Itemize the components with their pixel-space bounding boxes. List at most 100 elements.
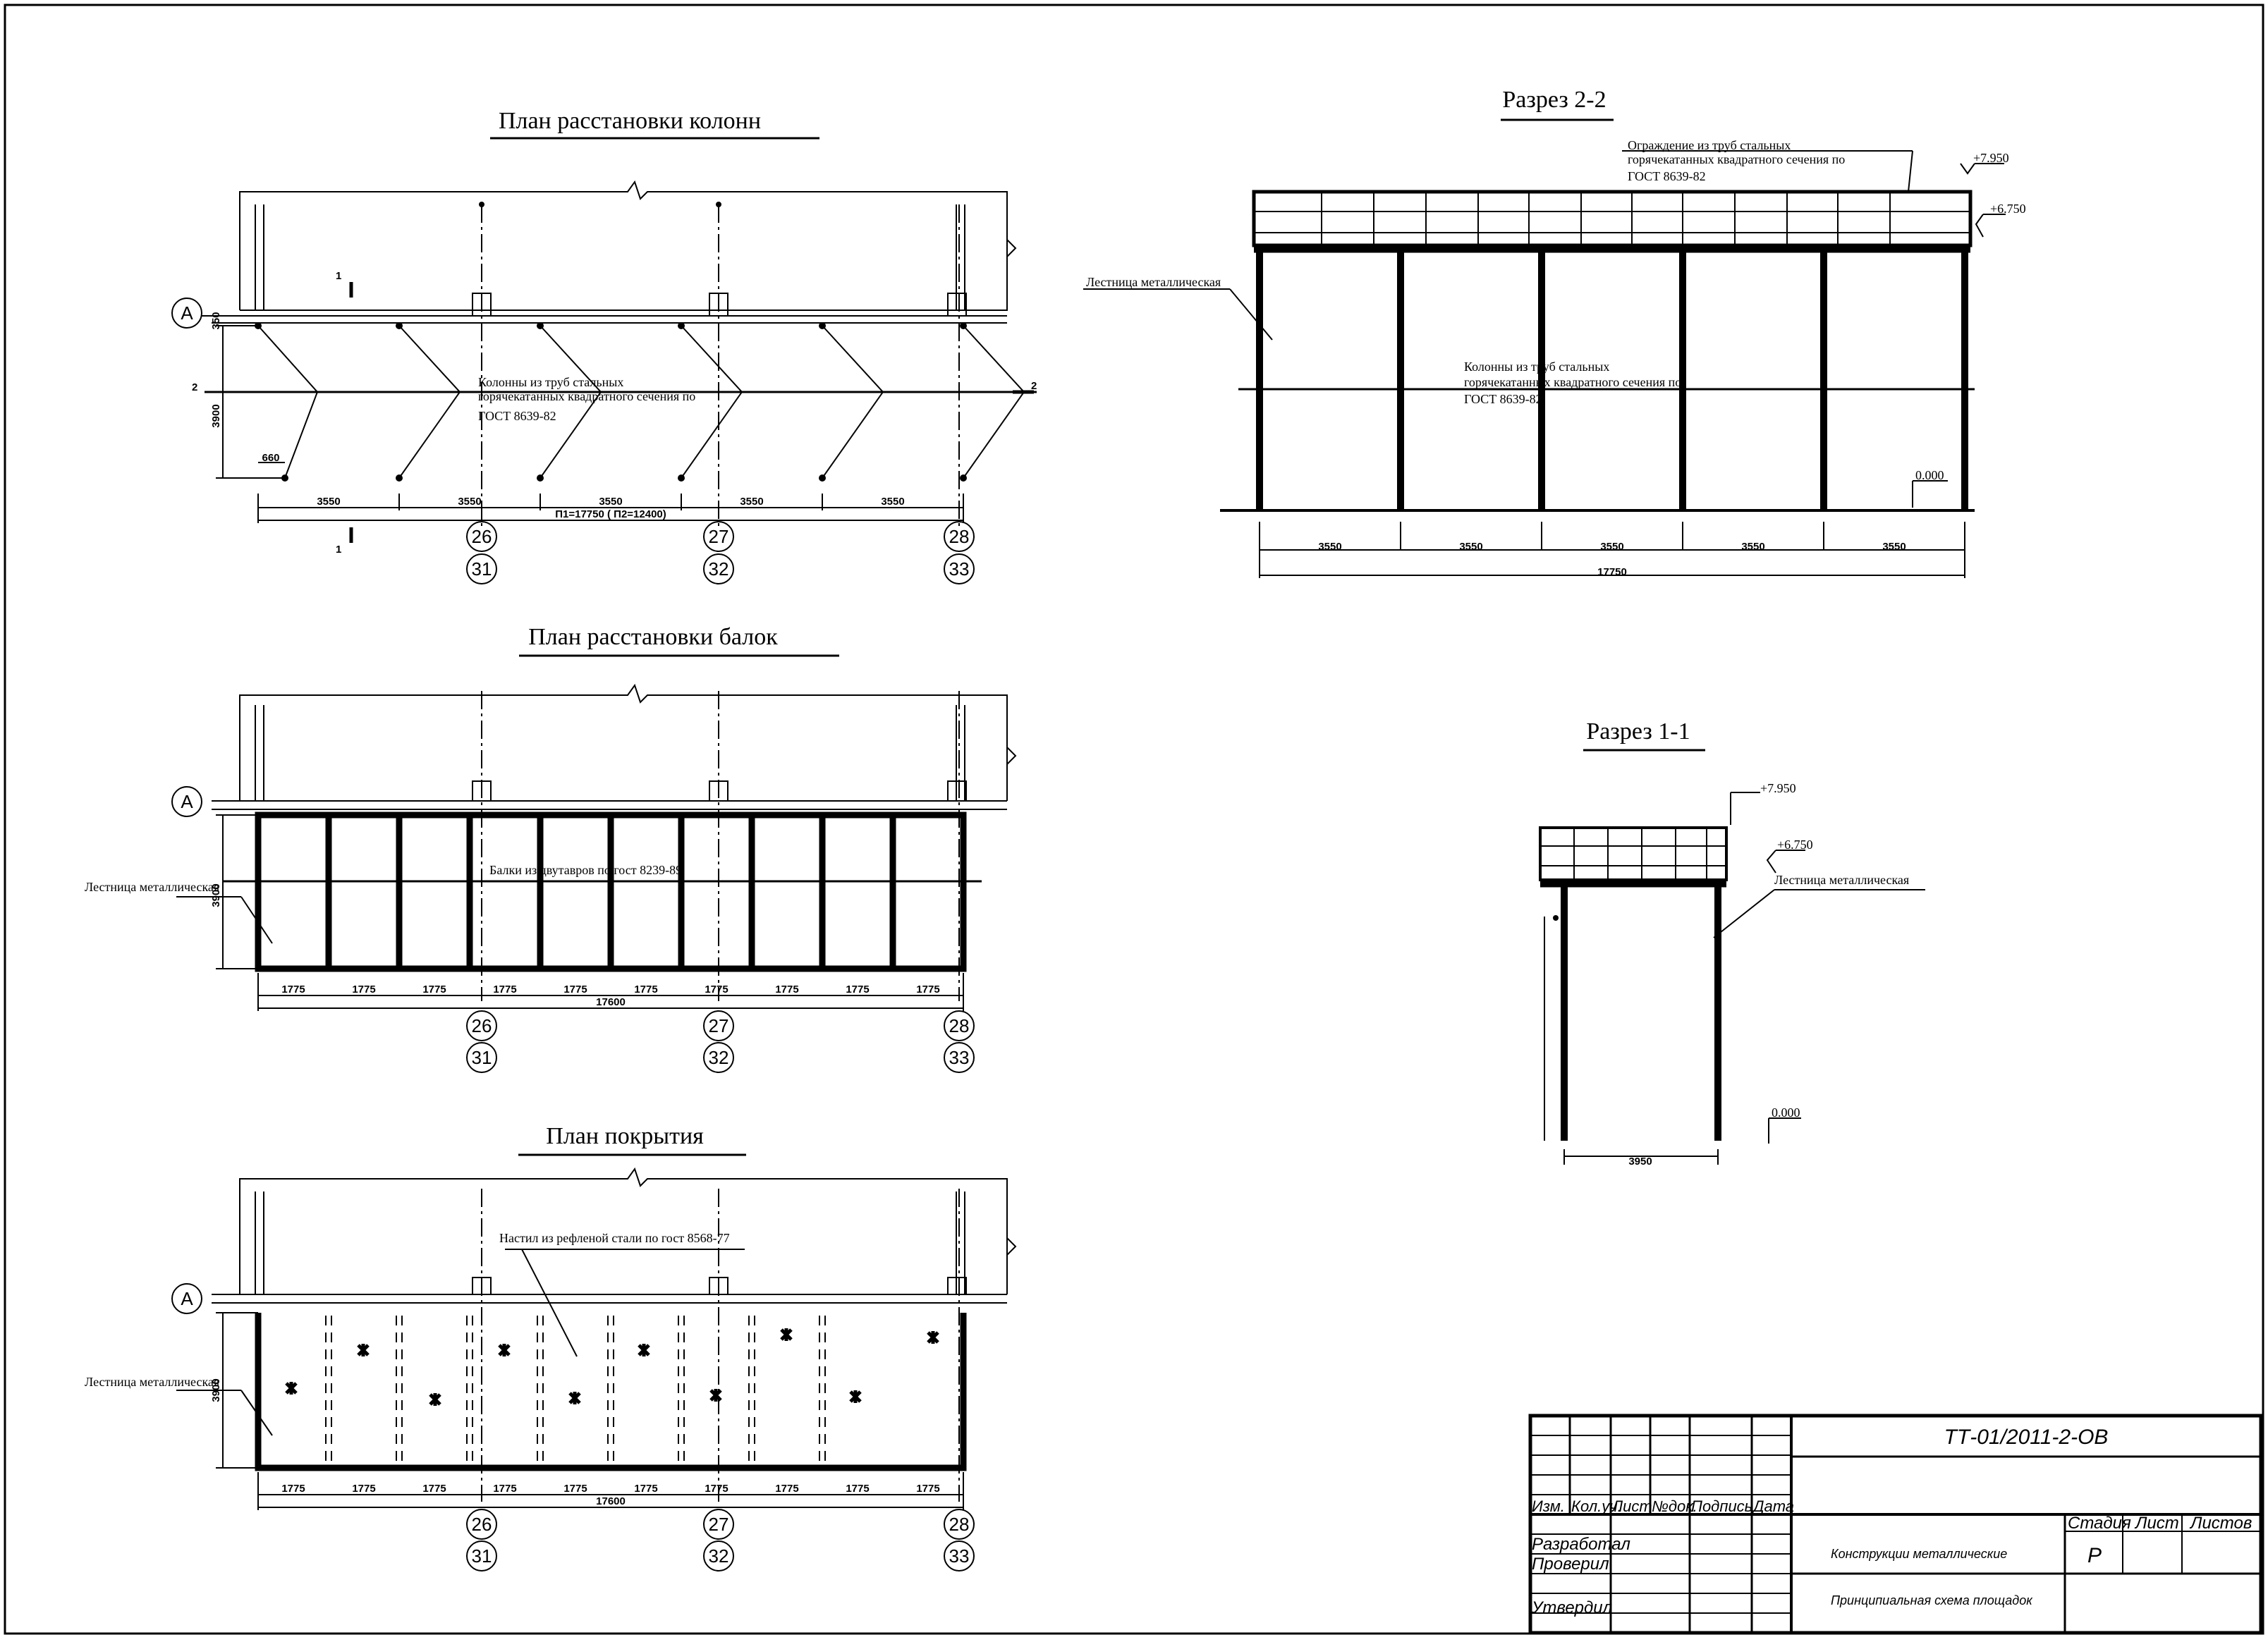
svg-text:1775: 1775	[705, 984, 728, 995]
dim-label-width: 3900	[210, 883, 222, 907]
pilaster	[709, 293, 728, 317]
axis-bubble-a	[171, 786, 202, 817]
dim-label: 3550	[317, 496, 340, 508]
columns	[1256, 252, 1968, 512]
level-label: +6.750	[1777, 838, 1813, 852]
level-label: +7.950	[1973, 151, 2009, 165]
axis-label-28: 28	[949, 1015, 970, 1036]
plan-beams	[171, 683, 1017, 1073]
axis-label-31: 31	[472, 558, 492, 580]
section22-dims: 3550 3550 3550 3550 3550	[1318, 541, 1906, 553]
bracing	[822, 325, 884, 479]
svg-text:1775: 1775	[281, 984, 305, 995]
stamp-stage-header: Стадия	[2068, 1514, 2131, 1533]
section-label-1: 1	[336, 270, 341, 282]
section-label-2: 2	[1031, 380, 1037, 392]
axis-label-33: 33	[949, 558, 970, 580]
leader-line	[1229, 288, 1273, 341]
axis-label-a: А	[181, 302, 193, 324]
stamp-sheet-name: Принципиальная схема площадок	[1831, 1593, 2033, 1607]
pilaster	[947, 1277, 967, 1295]
note-beams: Балки из двутавров по гост 8239-89	[489, 863, 682, 877]
note-columns: горячекатанных квадратного сечения по	[478, 389, 695, 403]
svg-text:1775: 1775	[775, 1483, 798, 1495]
dim-label-total: 17600	[596, 1495, 626, 1507]
column-points	[255, 202, 967, 482]
sheet-frame	[4, 4, 2264, 1635]
axis-label-a: А	[181, 1288, 193, 1309]
pilaster	[947, 780, 967, 802]
axis-label-27: 27	[709, 1514, 729, 1535]
dim-label: 3550	[599, 496, 622, 508]
svg-text:1775: 1775	[352, 984, 375, 995]
level-mark	[1975, 214, 2006, 238]
axis-label-27: 27	[709, 1015, 729, 1036]
dim-label-total: 17600	[596, 996, 626, 1008]
axis-bubble-31	[466, 553, 497, 584]
note-fence: горячекатанных квадратного сечения по	[1628, 152, 1845, 166]
note-deck: Настил из рефленой стали по гост 8568-77	[499, 1231, 730, 1245]
stamp-sheet-header: Лист	[2134, 1514, 2179, 1533]
deck-pattern	[325, 1316, 826, 1466]
axis-label-a: А	[181, 791, 193, 812]
svg-text:1775: 1775	[846, 1483, 869, 1495]
roof-dims: 1775 1775 1775 1775 1775 1775 1775 1775 …	[281, 1483, 939, 1495]
svg-text:3550: 3550	[1459, 541, 1482, 553]
axis-label-31: 31	[472, 1545, 492, 1567]
svg-text:1775: 1775	[705, 1483, 728, 1495]
dim-label: 3550	[458, 496, 481, 508]
section-label-1: 1	[336, 544, 341, 556]
svg-text:1775: 1775	[634, 1483, 657, 1495]
level-mark	[1730, 792, 1760, 825]
dim-label-width: 3900	[210, 1378, 222, 1402]
fence-posts	[1321, 192, 1891, 245]
axis-bubble-33	[944, 553, 975, 584]
svg-text:1775: 1775	[493, 984, 516, 995]
dim-label-total: П1=17750 ( П2=12400)	[555, 508, 666, 520]
deck-frame	[255, 1313, 967, 1471]
title-section-2-2: Разрез 2-2	[1502, 87, 1606, 113]
bracing	[398, 325, 461, 479]
svg-text:1775: 1775	[916, 1483, 939, 1495]
building-outline	[239, 1167, 1008, 1294]
note-columns: ГОСТ 8639-82	[1464, 392, 1542, 406]
svg-text:3550: 3550	[1882, 541, 1906, 553]
axis-bubble-32	[703, 553, 734, 584]
level-label: +7.950	[1760, 781, 1796, 795]
title-plan-beams: План расстановки балок	[528, 624, 778, 650]
svg-text:1775: 1775	[281, 1483, 305, 1495]
dim-label-section11: 3950	[1628, 1156, 1652, 1168]
note-columns: горячекатанных квадратного сечения по	[1464, 375, 1681, 389]
axis-bubble-33	[944, 1042, 975, 1073]
axis-bubble-31	[466, 1540, 497, 1571]
beam-dims: 1775 1775 1775 1775 1775 1775 1775 1775 …	[281, 984, 939, 995]
stamp-role: Разработал	[1532, 1535, 1630, 1554]
title-plan-roof: План покрытия	[546, 1123, 704, 1149]
dim-label-edge: 350	[210, 312, 222, 329]
svg-text:Подпись: Подпись	[1691, 1497, 1752, 1515]
axis-bubble-27	[703, 1509, 734, 1540]
axis-label-26: 26	[472, 1514, 492, 1535]
svg-text:1775: 1775	[916, 984, 939, 995]
stamp-code: ТТ-01/2011-2-ОВ	[1944, 1426, 2109, 1449]
axis-bubble-26	[466, 1509, 497, 1540]
axis-bubble-32	[703, 1540, 734, 1571]
fence-frame	[1539, 826, 1728, 881]
stamp-role: Проверил	[1532, 1555, 1609, 1574]
axis-label-32: 32	[709, 1047, 729, 1068]
break-mark	[1006, 747, 1017, 765]
note-fence: Ограждение из труб стальных	[1628, 138, 1791, 152]
note-columns: ГОСТ 8639-82	[478, 409, 556, 423]
stamp-stage: Р	[2087, 1544, 2102, 1567]
axis-label-26: 26	[472, 1015, 492, 1036]
axis-bubble-27	[703, 1010, 734, 1041]
stamp-sheets-header: Листов	[2189, 1514, 2252, 1533]
note-columns: Колонны из труб стальных	[478, 375, 623, 389]
axis-label-32: 32	[709, 1545, 729, 1567]
axis-bubble-28	[944, 1509, 975, 1540]
axis-bubble-27	[703, 521, 734, 552]
leader-line	[1713, 889, 1775, 938]
axis-bubble-32	[703, 1042, 734, 1073]
bracing	[539, 325, 602, 479]
